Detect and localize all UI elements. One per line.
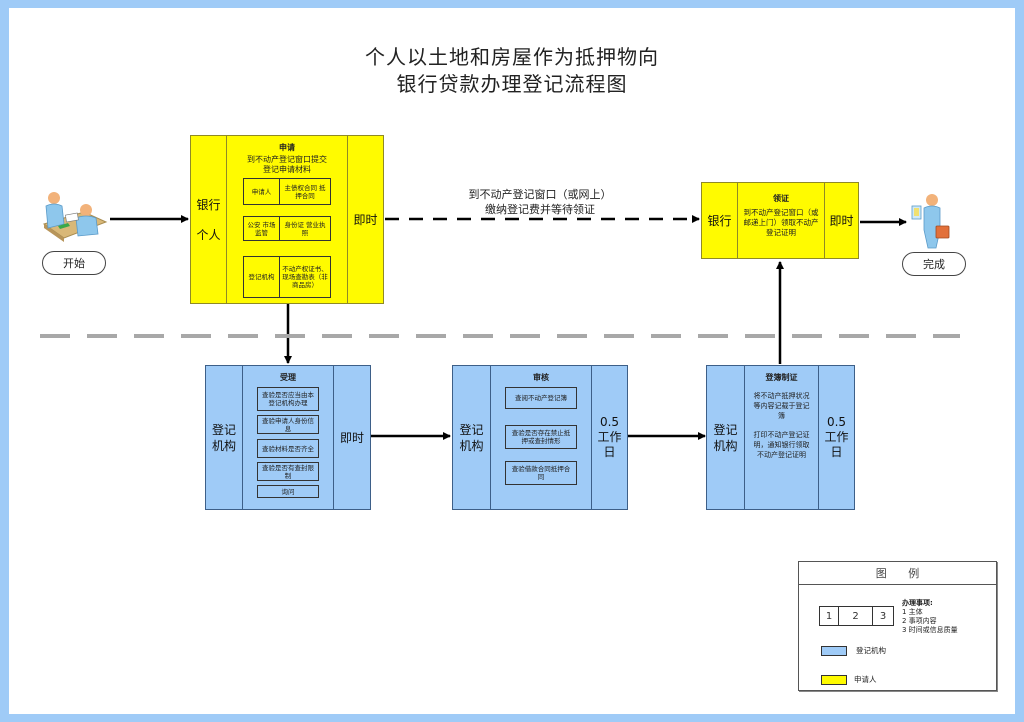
legend-notes: 办理事项: 1 主体 2 事项内容 3 时间或信息质量 — [902, 599, 958, 635]
accept-item: 查验材料是否齐全 — [257, 439, 319, 458]
lane-divider — [40, 334, 960, 338]
stage-accept-title: 受理 — [280, 373, 296, 382]
stage-apply-desc-line1: 到不动产登记窗口提交 — [247, 155, 327, 164]
stage-review-time: 0.5工作日 — [591, 366, 627, 509]
stage-accept-subject: 登记机构 — [206, 366, 243, 509]
stage-apply-content: 申请 到不动产登记窗口提交 登记申请材料 申请人 主债权合同 抵押合同 公安 市… — [227, 136, 347, 303]
material-source: 公安 市场监管 — [244, 217, 280, 240]
material-row: 登记机构 不动产权证书、现场查勘表（非商品房） — [243, 256, 331, 298]
accept-item: 查验申请人身份信息 — [257, 415, 319, 434]
legend-note: 3 时间或信息质量 — [902, 626, 958, 634]
material-source: 申请人 — [244, 179, 280, 204]
legend-notes-title: 办理事项: — [902, 599, 933, 607]
legend-note: 1 主体 — [902, 608, 923, 616]
legend-swatch-applicant — [821, 675, 847, 685]
legend-swatch-agency — [821, 646, 847, 656]
stage-collect-content: 领证 到不动产登记窗口（或邮递上门）领取不动产登记证明 — [738, 183, 824, 258]
stage-collect-subject: 银行 — [702, 183, 738, 258]
start-node: 开始 — [42, 251, 106, 275]
stage-review-title: 审核 — [533, 373, 549, 382]
stage-review-subject: 登记机构 — [453, 366, 491, 509]
legend-cell-content: 2 — [839, 607, 873, 625]
legend-task-structure: 1 2 3 — [819, 606, 894, 626]
dashed-arrow-label: 到不动产登记窗口（或网上） 缴纳登记费并等待领证 — [445, 187, 635, 217]
stage-collect: 银行 领证 到不动产登记窗口（或邮递上门）领取不动产登记证明 即时 — [701, 182, 859, 259]
diagram-title-line2: 银行贷款办理登记流程图 — [396, 72, 628, 96]
review-item: 查验是否存在禁止抵押或查封情形 — [505, 425, 577, 449]
legend-title: 图 例 — [799, 562, 996, 585]
material-row: 申请人 主债权合同 抵押合同 — [243, 178, 331, 205]
material-items: 不动产权证书、现场查勘表（非商品房） — [282, 265, 328, 289]
accept-item: 查验是否应当由本登记机构办理 — [257, 387, 319, 411]
accept-item: 查验是否有查封限制 — [257, 462, 319, 481]
stage-apply-subject-individual: 个人 — [196, 227, 221, 242]
stage-record-para1: 将不动产抵押状况等内容记载于登记簿 — [753, 392, 810, 420]
legend-note: 2 事项内容 — [902, 617, 937, 625]
stage-accept-time: 即时 — [333, 366, 370, 509]
person-with-briefcase-icon — [911, 194, 950, 249]
stage-accept: 登记机构 受理 查验是否应当由本登记机构办理 查验申请人身份信息 查验材料是否齐… — [205, 365, 371, 510]
legend: 图 例 1 2 3 办理事项: 1 主体 2 事项内容 3 时间或信息质量 登记… — [798, 561, 997, 691]
accept-item: 询问 — [257, 485, 319, 498]
end-node: 完成 — [902, 252, 966, 276]
stage-apply: 银行 个人 申请 到不动产登记窗口提交 登记申请材料 申请人 主债权合同 抵押合… — [190, 135, 384, 304]
legend-cell-subject: 1 — [820, 607, 839, 625]
stage-apply-time: 即时 — [347, 136, 383, 303]
stage-apply-desc-line2: 登记申请材料 — [263, 165, 311, 174]
legend-label-applicant: 申请人 — [854, 675, 877, 684]
stage-record-subject: 登记机构 — [707, 366, 745, 509]
stage-apply-title: 申请 — [279, 143, 295, 152]
stage-apply-subject: 银行 个人 — [191, 136, 227, 303]
stage-record-content: 登簿制证 将不动产抵押状况等内容记载于登记簿 打印不动产登记证明，通知银行领取不… — [745, 366, 818, 509]
stage-apply-subject-bank: 银行 — [196, 197, 221, 212]
stage-record-title: 登簿制证 — [765, 373, 798, 382]
diagram-title-line1: 个人以土地和房屋作为抵押物向 — [365, 45, 659, 69]
stage-collect-time: 即时 — [824, 183, 858, 258]
stage-record-time: 0.5工作日 — [818, 366, 854, 509]
stage-collect-title: 领证 — [773, 194, 789, 203]
stage-review: 登记机构 审核 查阅不动产登记簿 查验是否存在禁止抵押或查封情形 查验借款合同抵… — [452, 365, 628, 510]
material-source: 登记机构 — [244, 257, 280, 297]
dashed-arrow-label-line1: 到不动产登记窗口（或网上） — [468, 188, 612, 201]
material-items: 主债权合同 抵押合同 — [284, 183, 326, 200]
material-row: 公安 市场监管 身份证 营业执照 — [243, 216, 331, 241]
stage-collect-desc: 到不动产登记窗口（或邮递上门）领取不动产登记证明 — [743, 208, 819, 237]
review-item: 查验借款合同抵押合同 — [505, 461, 577, 485]
stage-accept-content: 受理 查验是否应当由本登记机构办理 查验申请人身份信息 查验材料是否齐全 查验是… — [243, 366, 333, 509]
stage-review-content: 审核 查阅不动产登记簿 查验是否存在禁止抵押或查封情形 查验借款合同抵押合同 — [491, 366, 591, 509]
stage-record: 登记机构 登簿制证 将不动产抵押状况等内容记载于登记簿 打印不动产登记证明，通知… — [706, 365, 855, 510]
review-item: 查阅不动产登记簿 — [505, 387, 577, 409]
stage-record-para2: 打印不动产登记证明，通知银行领取不动产登记证明 — [753, 431, 810, 459]
legend-cell-time: 3 — [879, 610, 887, 622]
material-items: 身份证 营业执照 — [284, 220, 326, 237]
legend-label-agency: 登记机构 — [856, 646, 886, 655]
dashed-arrow-label-line2: 缴纳登记费并等待领证 — [485, 203, 595, 216]
people-meeting-icon — [42, 192, 108, 242]
